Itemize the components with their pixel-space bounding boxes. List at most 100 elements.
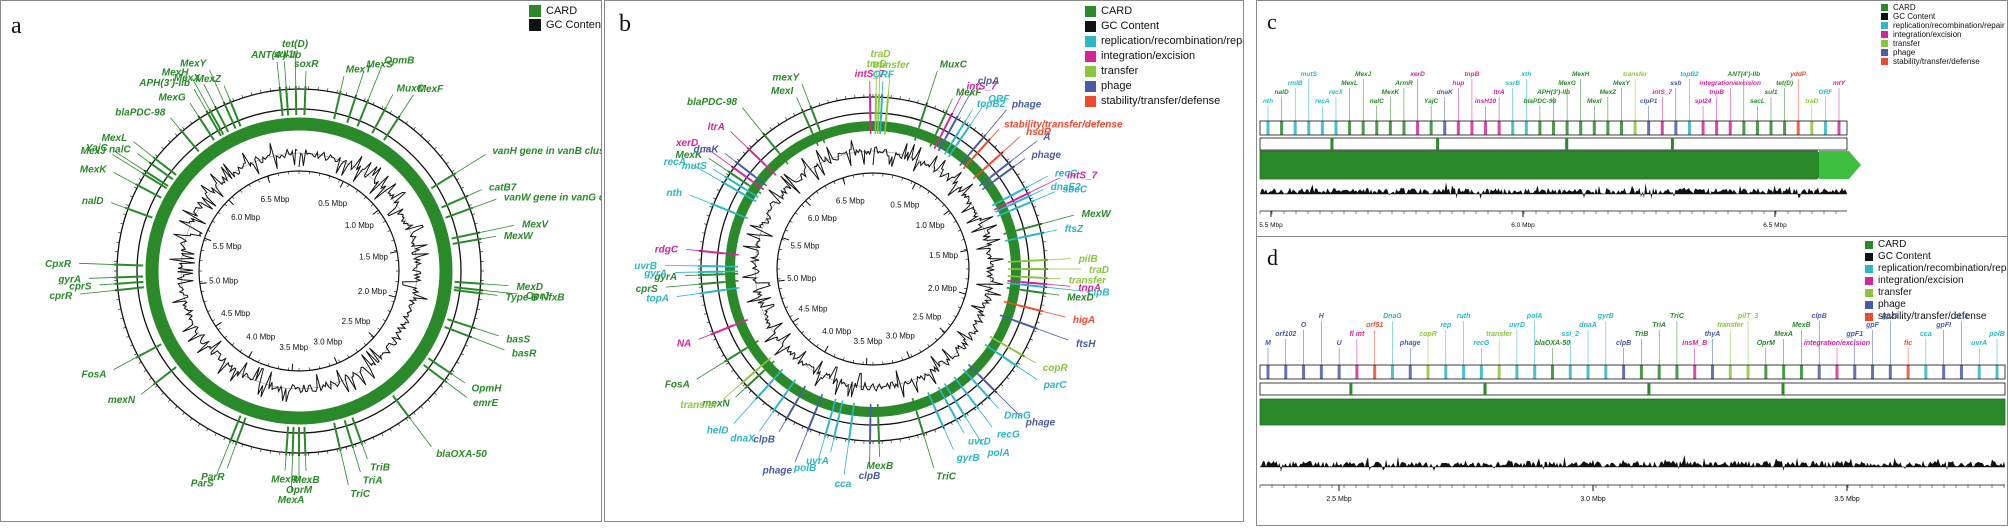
scale-tick [197,423,201,427]
gene-label: integration/excision [1700,80,1761,87]
label-leader [479,224,515,233]
gene-label: rep [1440,322,1452,329]
gene-mark-inner [991,197,1007,207]
legend-item: GC Content [529,19,601,31]
gene-label: ANT(4')-IIb [1727,71,1761,78]
gene-mark [1319,365,1323,379]
gene-label: ORF [988,94,1010,105]
scale-tick [440,154,443,157]
gene-mark [1942,365,1946,379]
label-leader [290,455,293,491]
gene-mark-inner [995,204,1011,213]
gene-mark [1977,365,1981,379]
scale-tick [468,335,472,338]
scale-label: 5.5 Mbp [790,241,819,250]
gene-mark [698,273,724,277]
gene-mark-inner [810,130,819,146]
gene-label: MexK [80,165,107,176]
gene-label: MexL [1341,80,1358,87]
label-leader [692,164,722,182]
label-leader [483,283,509,287]
gene-mark-inner [1007,275,1024,278]
scale-tick [801,426,804,429]
gene-mark-inner [722,252,739,256]
gene-mark [1402,121,1406,135]
gene-label: uvrA [1971,340,1987,347]
card-arrow [1819,151,1861,179]
card-track [1259,382,2006,396]
gene-mark [1293,121,1297,135]
gene-mark [1764,365,1768,379]
gene-mark [453,289,483,295]
legend-swatch [1865,288,1873,297]
scale-tick [1036,214,1040,217]
scale-tick [908,437,910,441]
scale-tick [456,361,460,364]
panel-letter-c: c [1267,9,1277,34]
scale-label: 1.5 Mbp [359,252,388,261]
gene-label: fl int [1350,331,1365,338]
scale-tick [427,399,431,403]
gene-mark [1568,365,1572,379]
scale-tick [942,426,945,429]
gene-mark-inner [1006,286,1023,291]
gene-label: TriB [1634,331,1648,338]
label-leader [970,104,985,125]
gene-mark [710,324,735,336]
gene-mark [877,418,881,444]
scale-tick [1026,189,1030,192]
gene-mark [1906,365,1910,379]
scale-tick [706,214,710,217]
legend-item: GC Content [1881,12,2005,21]
label-leader [276,62,281,88]
gene-mark-inner [996,209,1013,217]
gene-mark [383,115,401,141]
gene-label: blaPDC-98 [687,97,737,108]
legend-label: transfer [1893,39,1921,48]
label-leader [355,71,365,96]
gene-mark [1742,121,1746,135]
gene-label: OpmH [471,383,502,394]
gene-label: mexN [108,395,136,406]
scale-tick [793,422,796,426]
label-leader [203,83,216,107]
gene-label: sacL [1750,98,1765,105]
gene-label: dnaK [1437,89,1455,96]
label-leader [965,109,973,121]
gene-mark [933,405,946,430]
gene-mark [1552,121,1555,135]
gene-mark [141,172,168,190]
scale-tick [363,98,366,102]
label-leader [209,69,225,103]
gene-label: traD [1805,98,1818,105]
legend-item: replication/recombination/repair [1881,21,2005,30]
scale-tick [143,369,147,373]
scale-tick [713,338,716,341]
scale-tick [471,326,476,329]
outer-ring [116,88,482,454]
gene-mark [1004,185,1028,200]
gene-label: MexS [366,60,392,71]
gene-label: M [1265,340,1271,347]
label-leader [133,141,154,158]
gene-label: parC [1043,380,1068,391]
gene-label: topB2 [977,99,1006,110]
gene-mark [1817,365,1821,379]
scale-tick [1011,369,1015,373]
gene-label: YajC [1424,98,1439,105]
scale-tick [721,354,725,357]
legend-item: phage [1881,48,2005,57]
gene-mark [915,412,926,437]
gene-mark [1783,121,1787,135]
gene-mark [1444,365,1448,379]
gene-mark [1888,365,1892,379]
label-leader [741,107,764,134]
scale-tick [446,377,449,380]
gene-mark-inner [981,179,996,191]
scale-tick [354,94,357,99]
gene-label: MexG [158,93,185,104]
gene-label: transfer [1717,322,1744,329]
feature-track [1259,120,1848,136]
gene-mark [1022,275,1048,280]
gene-label: U [1337,340,1343,347]
